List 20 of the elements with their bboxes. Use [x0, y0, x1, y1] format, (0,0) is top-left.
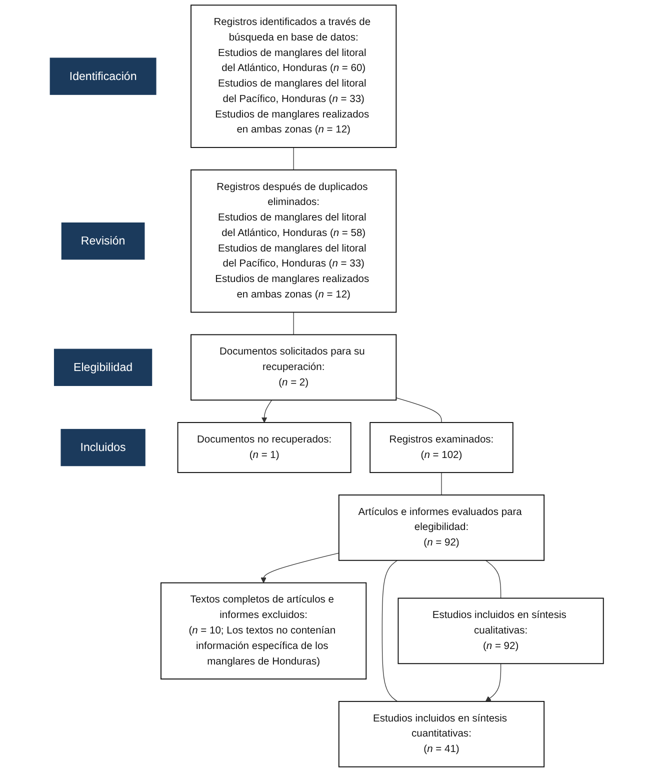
node-box: Registros después de duplicados eliminados: Estudios de manglares del litoral del Atlántico, Honduras (n = 58) Estudios de manglares del litoral del Pacífico, Honduras (n = 33) Estudios de manglares realizados en ambas zonas (n = 12) [190, 169, 397, 313]
arrow [262, 400, 272, 423]
arrow [260, 552, 340, 584]
node-box: Estudios incluidos en síntesis cualitativas: (n = 92) [398, 598, 604, 664]
node-box: Incluidos [60, 428, 146, 466]
node-box: Revisión [62, 222, 145, 260]
node-box: Documentos solicitados para su recuperación: (n = 2) [190, 334, 397, 401]
connector [486, 560, 502, 599]
connector [396, 398, 442, 423]
node-box: Documentos no recuperados: (n = 1) [178, 422, 352, 474]
node-box: Registros examinados: (n = 102) [370, 422, 514, 474]
node-box: Elegibilidad [54, 348, 152, 386]
node-box: Artículos e informes evaluados para elegibilidad: (n = 92) [338, 494, 545, 561]
node-box: Textos completos de artículos e informes excluidos: (n = 10; Los textos no contenían información específica de los manglares de Honduras) [160, 582, 367, 680]
connector [441, 472, 442, 496]
node-box: Identificación [50, 58, 157, 95]
node-box: Registros identificados a través de búsqueda en base de datos: Estudios de manglares del litoral del Atlántico, Honduras (n = 60) Estudios de manglares del litoral del Pacífico, Honduras (n = 33) Estudios de manglares realizados en ambas zonas (n = 12) [190, 4, 397, 148]
connector [382, 560, 398, 702]
node-box: Estudios incluidos en síntesis cuantitativas: (n = 41) [338, 700, 545, 768]
arrow [486, 663, 502, 702]
